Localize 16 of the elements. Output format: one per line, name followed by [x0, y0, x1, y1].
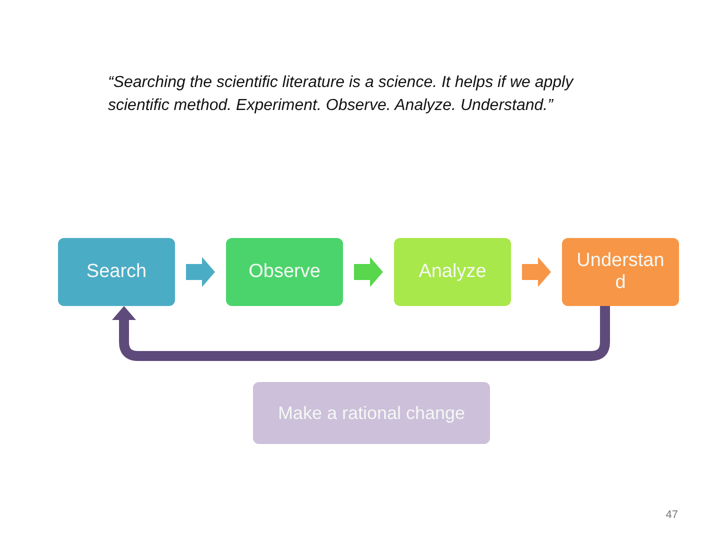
step-label: Understand: [576, 250, 666, 294]
block-arrow: [186, 257, 215, 287]
step-label: Analyze: [418, 260, 486, 284]
step-label: Search: [86, 260, 147, 284]
block-arrow: [522, 257, 551, 287]
process-box: [58, 238, 175, 306]
process-box: [253, 382, 490, 444]
quote-text: “Searching the scientific literature is a science. It helps if we apply scientific method. Experiment. Observe. Analyze. Understand.”: [108, 73, 575, 116]
block-arrow: [354, 257, 383, 287]
loop-arrow: [112, 306, 610, 361]
process-box: [226, 238, 343, 306]
page-number: 47: [666, 508, 678, 523]
step-label: Make a rational change: [278, 402, 466, 425]
process-box: [394, 238, 511, 306]
step-label: Observe: [248, 260, 320, 284]
process-box: [562, 238, 679, 306]
